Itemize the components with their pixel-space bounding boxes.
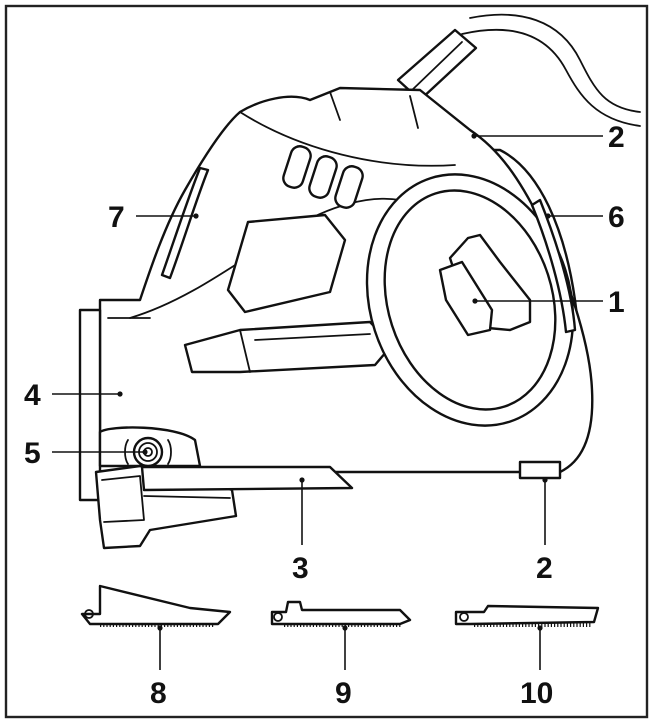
- vent-slot: [282, 145, 312, 189]
- callout-10: 10: [520, 677, 553, 710]
- callout-2-bottom: 2: [536, 552, 553, 585]
- callout-1: 1: [608, 286, 625, 319]
- lower-grip: [183, 320, 394, 374]
- callout-6: 6: [608, 201, 625, 234]
- callout-2-top: 2: [608, 121, 625, 154]
- power-cord: [396, 13, 641, 127]
- saw-blade: [140, 465, 354, 492]
- callout-7: 7: [108, 201, 125, 234]
- grip-panel: [226, 213, 347, 314]
- callout-9: 9: [335, 677, 352, 710]
- side-button: [160, 166, 210, 280]
- leader-lines: [52, 133, 603, 670]
- vent-slot: [334, 165, 364, 209]
- callout-4: 4: [24, 379, 41, 412]
- vent-slot: [308, 155, 338, 199]
- blade-10: [454, 604, 600, 627]
- callout-5: 5: [24, 437, 41, 470]
- blade-9: [270, 600, 412, 627]
- callout-8: 8: [150, 677, 167, 710]
- rear-collar: [530, 198, 577, 334]
- blade-8: [80, 584, 232, 627]
- trigger-switch: [438, 260, 494, 337]
- callout-labels: 2 6 1 7 4 5 3 2 8 9 10: [24, 121, 625, 710]
- saw-body: [78, 86, 594, 550]
- callout-3: 3: [292, 552, 309, 585]
